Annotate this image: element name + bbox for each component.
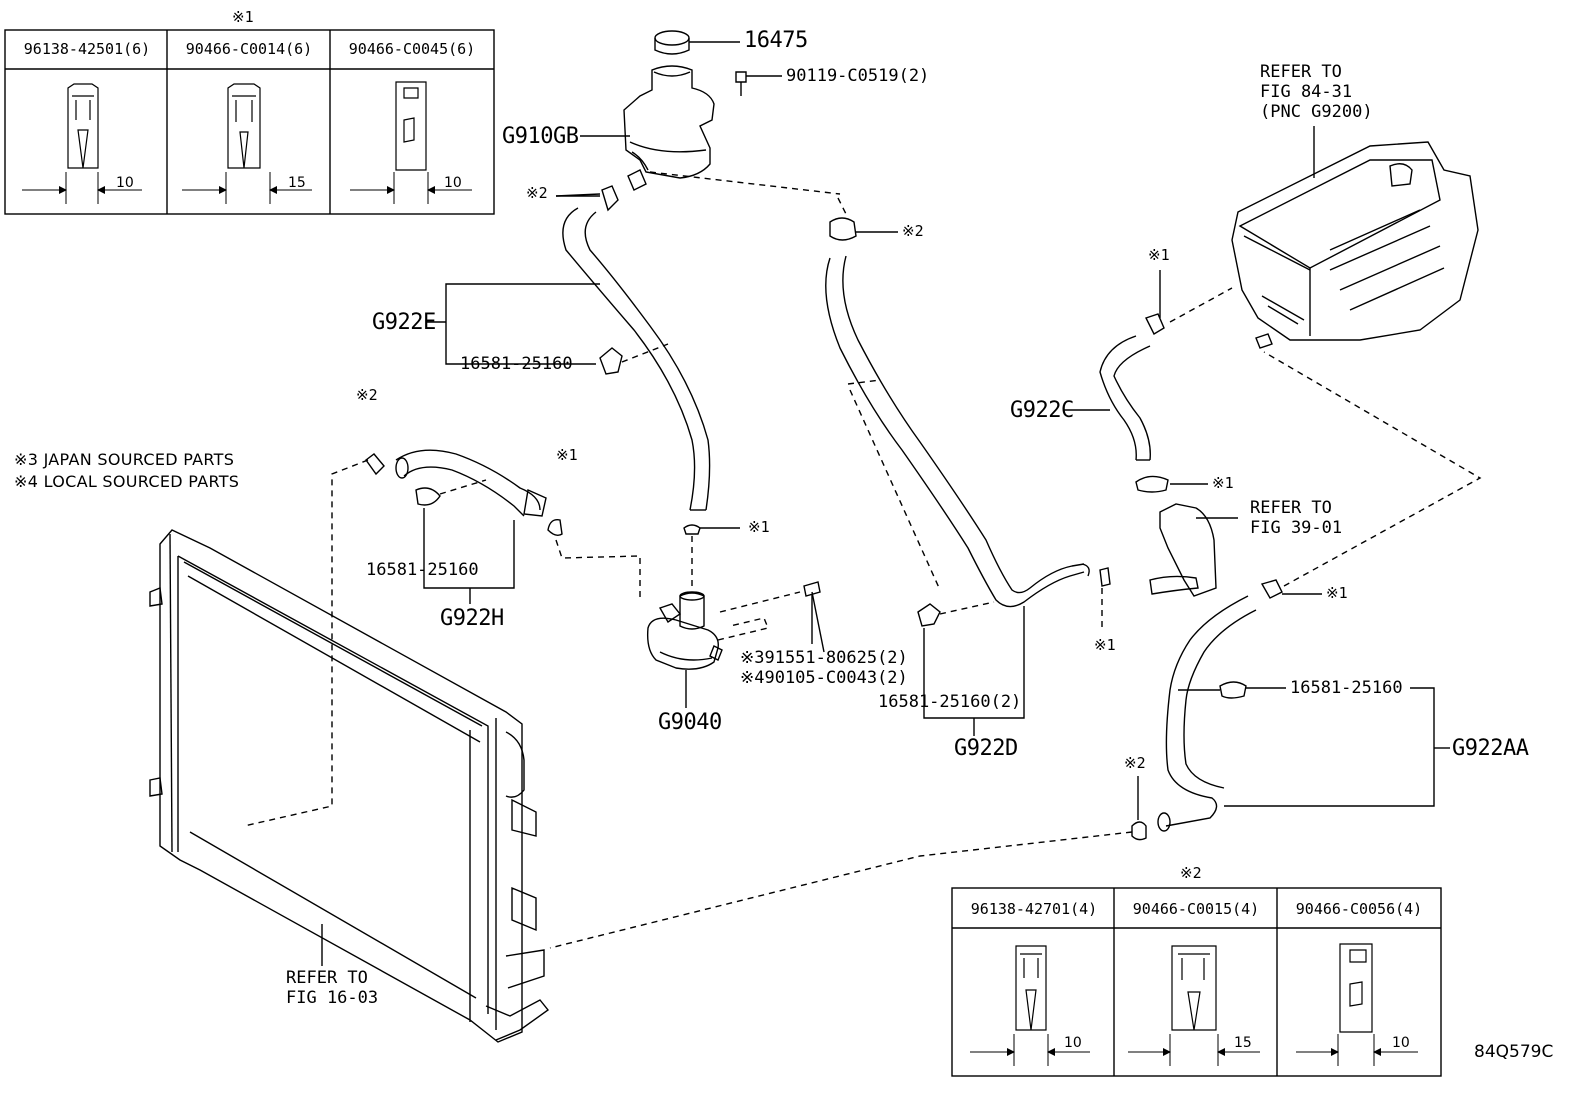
marker-tank-clip: ※2: [526, 184, 548, 202]
clip-table-bottom: [951, 887, 1442, 1077]
part-clip-e: 16581-25160: [460, 354, 573, 374]
marker-pump-hose-clip: ※1: [556, 446, 578, 464]
table-bottom-dim-2: 15: [1234, 1035, 1252, 1051]
table-top-marker: ※1: [232, 8, 254, 26]
marker-hose-aa-end-clip: ※2: [1124, 754, 1146, 772]
marker-hose-c-clip: ※1: [1212, 474, 1234, 492]
clip-drawing: [67, 81, 427, 171]
part-clip-d: 16581-25160(2): [878, 692, 1022, 712]
illustration-code: 84Q579C: [1474, 1042, 1554, 1062]
refer-fig-39: REFER TO FIG 39-01: [1250, 498, 1343, 538]
marker-pump-clip: ※1: [748, 518, 770, 536]
hose-g922e: [426, 185, 711, 511]
part-hose-aa: G922AA: [1452, 736, 1529, 761]
part-bolt-jp: ※391551-80625(2): [740, 648, 908, 668]
part-bolt-tank: 90119-C0519(2): [786, 66, 930, 86]
marker-inverter-clip: ※1: [1148, 246, 1170, 264]
table-top-dim-2: 15: [288, 175, 306, 191]
part-tank: G910GB: [502, 124, 579, 149]
marker-hose-d-clip: ※2: [902, 222, 924, 240]
part-hose-d: G922D: [954, 736, 1018, 761]
table-bottom-header-2: 90466-C0015(4): [1132, 900, 1260, 918]
table-bottom-dim-1: 10: [1064, 1035, 1082, 1051]
part-cap: 16475: [744, 28, 808, 53]
part-clip-aa: 16581-25160: [1290, 678, 1403, 698]
part-hose-h: G922H: [440, 606, 504, 631]
water-pump: [547, 519, 825, 708]
part-clip-h: 16581-25160: [366, 560, 479, 580]
tank-clip-marker: [556, 195, 898, 233]
table-top-header-3: 90466-C0045(6): [348, 40, 476, 58]
table-bottom-dim-3: 10: [1392, 1035, 1410, 1051]
refer-inverter: REFER TO FIG 84-31 (PNC G9200): [1260, 62, 1373, 122]
marker-hose-h-clip: ※2: [356, 386, 378, 404]
table-bottom-header-1: 96138-42701(4): [970, 900, 1098, 918]
hose-g922aa: [549, 351, 1482, 949]
note-japan-sourced: ※3 JAPAN SOURCED PARTS: [14, 450, 235, 469]
note-local-sourced: ※4 LOCAL SOURCED PARTS: [14, 472, 240, 491]
table-bottom-header-3: 90466-C0056(4): [1295, 900, 1423, 918]
refer-radiator: REFER TO FIG 16-03: [286, 968, 379, 1008]
reservoir-tank: [580, 30, 782, 191]
inverter-assembly: [1231, 126, 1479, 349]
part-bolt-local: ※490105-C0043(2): [740, 668, 908, 688]
hose-g922h: [243, 449, 547, 827]
part-pump: G9040: [658, 710, 722, 735]
clip-table-top: [4, 29, 495, 215]
radiator: [149, 529, 550, 1043]
table-top-dim-3: 10: [444, 175, 462, 191]
marker-hose-aa-clip: ※1: [1326, 584, 1348, 602]
hose-g922c: [1064, 270, 1238, 597]
table-bottom-marker: ※2: [1180, 864, 1202, 882]
table-top-dim-1: 10: [116, 175, 134, 191]
part-hose-e: G922E: [372, 310, 436, 335]
part-hose-c: G922C: [1010, 398, 1074, 423]
hose-g922d: [649, 171, 1111, 736]
table-top-header-2: 90466-C0014(6): [185, 40, 313, 58]
table-top-header-1: 96138-42501(6): [23, 40, 151, 58]
marker-hose-d-end-clip: ※1: [1094, 636, 1116, 654]
